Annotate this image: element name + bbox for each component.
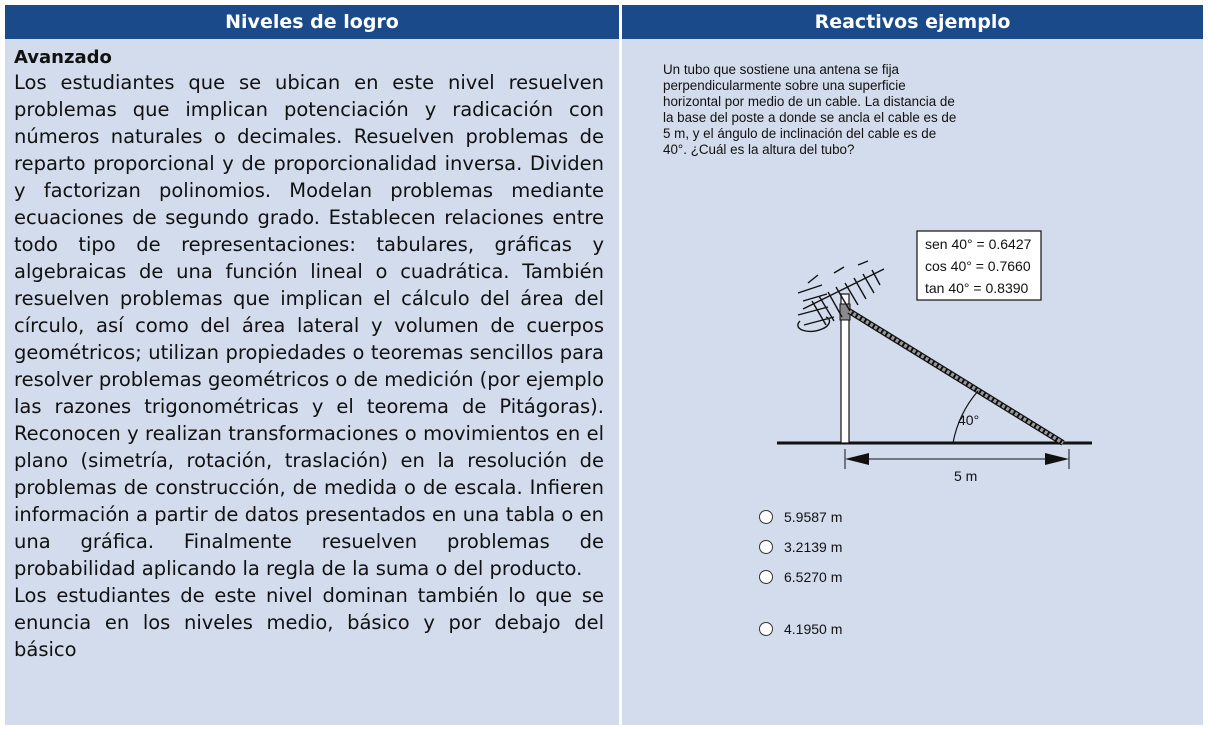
achievement-table: Niveles de logro Reactivos ejemplo Avanz… [5,5,1203,725]
answer-option-label: 5.9587 m [784,509,843,525]
header-niveles-de-logro: Niveles de logro [5,5,619,39]
header-reactivos-ejemplo: Reactivos ejemplo [622,5,1203,39]
dimension-arrow-right [1045,453,1069,465]
angle-arc [952,390,979,444]
dimension-arrow-left [845,453,869,465]
trig-values-box [916,230,1042,301]
distance-label: 5 m [954,468,977,484]
achievement-level-cell: Avanzado Los estudiantes que se ubican e… [5,39,619,725]
trig-sen: sen 40° = 0.6427 [925,236,1032,252]
answer-option-label: 3.2139 m [784,539,843,555]
level-description-paragraph-2: Los estudiantes de este nivel dominan ta… [14,584,604,661]
antenna-pole [840,293,850,444]
answer-option-label: 6.5270 m [784,569,843,585]
answer-option[interactable]: 3.2139 m [759,539,842,555]
radio-button-icon[interactable] [759,570,773,584]
level-description: Los estudiantes que se ubican en este ni… [14,69,604,663]
antenna-diagram: sen 40° = 0.6427 cos 40° = 0.7660 tan 40… [777,230,1092,484]
angle-label: 40° [958,412,979,428]
level-title: Avanzado [14,47,112,68]
level-description-paragraph-1: Los estudiantes que se ubican en este ni… [14,71,604,580]
answer-option[interactable]: 4.1950 m [759,621,842,637]
question-text: Un tubo que sostiene una antena se fija … [663,62,957,157]
example-item-cell: Un tubo que sostiene una antena se fija … [622,39,1203,725]
radio-button-icon[interactable] [759,622,773,636]
answer-option-label: 4.1950 m [784,621,843,637]
trig-cos: cos 40° = 0.7660 [925,258,1031,274]
answer-option[interactable]: 5.9587 m [759,509,842,525]
trig-tan: tan 40° = 0.8390 [925,280,1029,296]
radio-button-icon[interactable] [759,540,773,554]
answer-option[interactable]: 6.5270 m [759,569,842,585]
tv-antenna-icon [797,260,885,333]
radio-button-icon[interactable] [759,510,773,524]
column-divider [619,5,622,725]
